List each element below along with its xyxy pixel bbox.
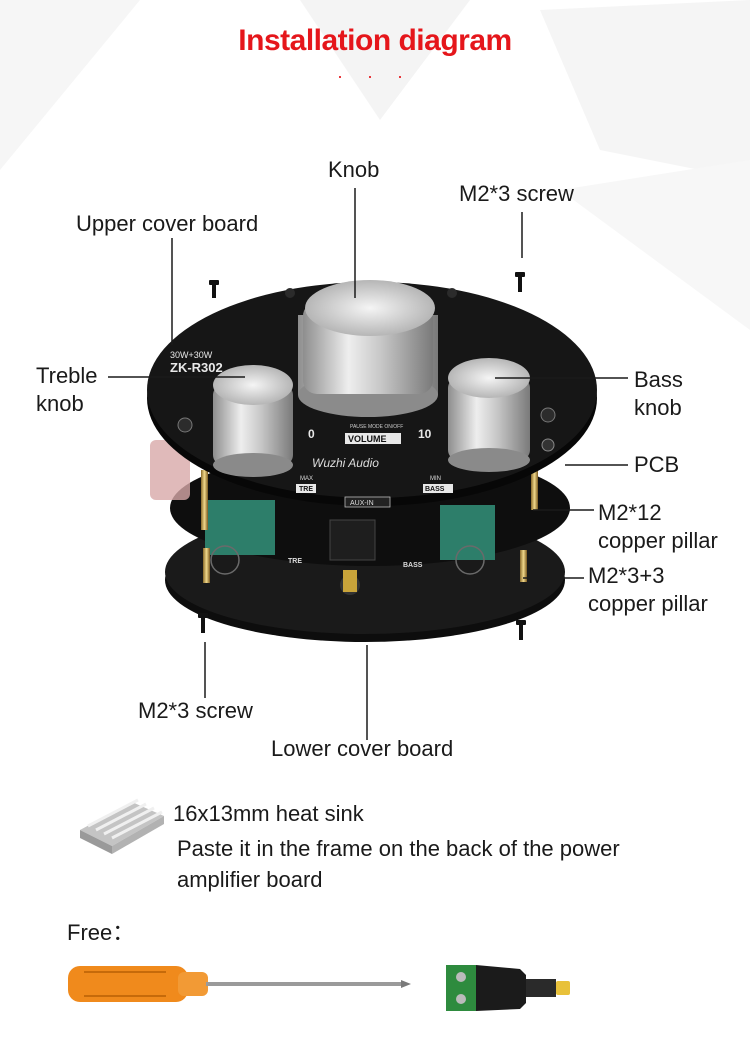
print-model: ZK-R302 (170, 360, 223, 375)
bass-potentiometer (440, 505, 495, 560)
print-bass-min: MIN (430, 476, 441, 482)
title-dots: . . . (337, 62, 413, 82)
label-bass-knob-line1: Bass (634, 367, 683, 392)
label-pillar12-line1: M2*12 (598, 500, 662, 525)
heatsink-icon (80, 798, 164, 854)
print-tre: TRE (299, 486, 313, 493)
label-pcb: PCB (634, 452, 680, 477)
print-volume: VOLUME (348, 434, 387, 444)
pcb-bass-print: BASS (403, 562, 423, 569)
print-vol-min: 0 (308, 427, 315, 441)
free-label: Free： (67, 920, 135, 945)
screw-bottom-left (198, 613, 208, 633)
label-treble-knob-line2: knob (36, 391, 84, 416)
terminal-block (446, 965, 476, 1011)
pcb-tre-print: TRE (288, 558, 302, 565)
label-pillar12-line2: copper pillar (598, 528, 718, 553)
label-bass-knob-line2: knob (634, 395, 682, 420)
label-knob: Knob (328, 157, 380, 182)
print-tre-max: MAX (300, 476, 313, 482)
label-pillar33-line1: M2*3+3 (588, 563, 665, 588)
label-screw-bottom: M2*3 screw (138, 698, 253, 723)
screw-bottom-right (516, 620, 526, 640)
print-switch: PAUSE MODE ON/OFF (350, 424, 403, 430)
print-power: 30W+30W (170, 350, 213, 360)
bass-knob (448, 358, 530, 472)
callout-lines (108, 188, 628, 740)
print-aux: AUX-IN (350, 500, 374, 507)
heatsink-description: Paste it in the frame on the back of the… (177, 836, 620, 892)
screw-top-left (209, 280, 219, 298)
label-lower-cover-board: Lower cover board (271, 736, 454, 761)
label-pillar33-line2: copper pillar (588, 591, 708, 616)
heatsink-title: 16x13mm heat sink (173, 801, 364, 826)
dc-connector-icon (446, 965, 570, 1011)
label-screw-top: M2*3 screw (459, 181, 574, 206)
screwdriver-icon (68, 966, 411, 1002)
tre-potentiometer (205, 500, 275, 555)
label-upper-cover-board: Upper cover board (76, 211, 259, 236)
copper-pillars (201, 470, 538, 583)
screw-top-right (515, 272, 525, 292)
volume-knob (298, 280, 438, 417)
label-treble-knob-line1: Treble (36, 363, 98, 388)
amplifier-illustration: TRE BASS 30W+30W ZK-R302 0 10 VOLUME PAU… (108, 188, 628, 740)
print-vol-max: 10 (418, 427, 432, 441)
screws (198, 272, 526, 640)
page-title: Installation diagram (238, 24, 512, 57)
print-brand: Wuzhi Audio (312, 456, 379, 470)
treble-knob (213, 365, 293, 477)
print-bass: BASS (425, 486, 445, 493)
